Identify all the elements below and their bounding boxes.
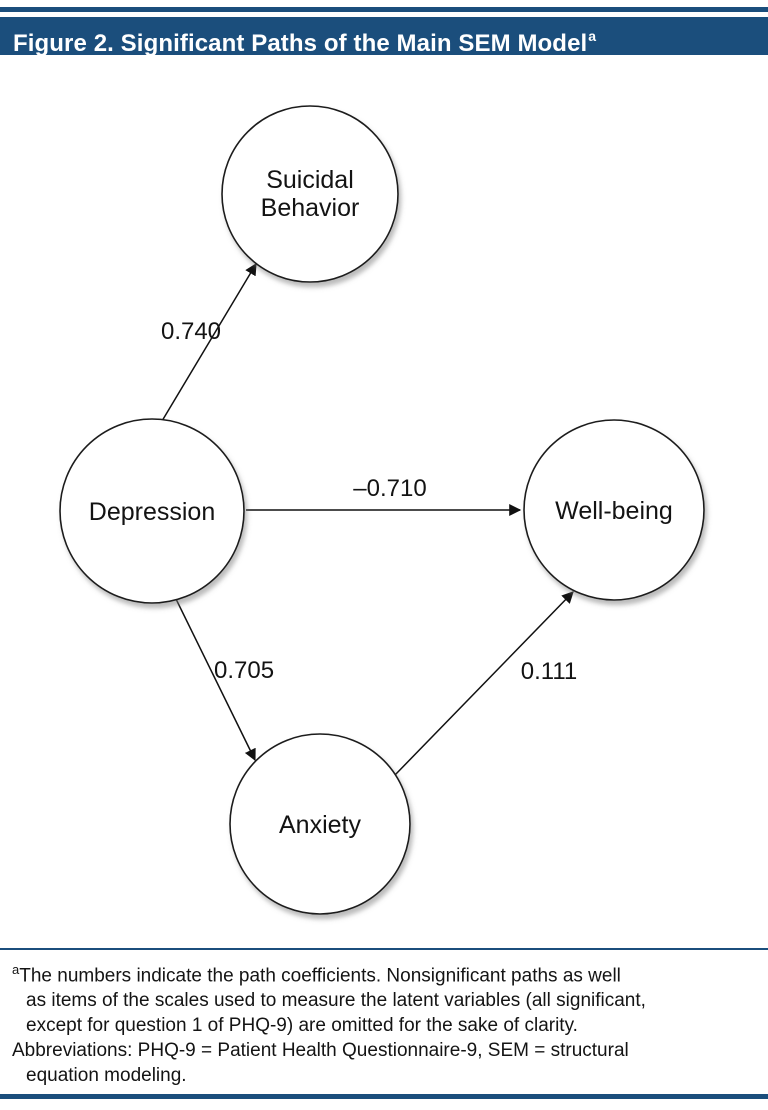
footnote-line: as items of the scales used to measure t… <box>26 990 646 1012</box>
footnote-text: The numbers indicate the path coefficien… <box>19 965 621 987</box>
node-label-anxiety: Anxiety <box>279 811 361 839</box>
path-arrow-depression-anxiety <box>175 598 256 762</box>
footnote-line: equation modeling. <box>26 1065 187 1087</box>
figure-title: Figure 2. Significant Paths of the Main … <box>13 30 588 57</box>
node-label-depression: Depression <box>89 498 215 526</box>
node-anxiety <box>229 733 411 915</box>
sem-diagram-svg: 0.740 –0.710 0.705 0.111 Suicidal Behavi… <box>59 105 705 915</box>
footnote-line: except for question 1 of PHQ-9) are omit… <box>26 1015 578 1037</box>
figure-title-bar: Figure 2. Significant Paths of the Main … <box>0 17 768 57</box>
path-arrow-depression-suicidal <box>161 262 257 422</box>
path-coefficient-depression-suicidal: 0.740 <box>161 318 221 345</box>
footnote-line: Abbreviations: PHQ-9 = Patient Health Qu… <box>12 1040 629 1062</box>
top-rule <box>0 7 768 12</box>
path-coefficient-depression-anxiety: 0.705 <box>214 657 274 684</box>
path-coefficient-anxiety-wellbeing: 0.111 <box>521 658 578 685</box>
path-coefficient-depression-wellbeing: –0.710 <box>353 475 426 502</box>
node-label-suicidal-line2: Behavior <box>261 194 360 222</box>
node-depression <box>59 418 245 604</box>
footnote-divider <box>0 948 768 950</box>
bottom-rule <box>0 1094 768 1099</box>
sem-path-diagram: 0.740 –0.710 0.705 0.111 Suicidal Behavi… <box>0 58 768 951</box>
node-label-well-being: Well-being <box>555 497 673 525</box>
path-arrow-anxiety-wellbeing <box>394 591 574 776</box>
node-suicidal-behavior <box>221 105 399 283</box>
footnote-marker: a <box>12 962 20 977</box>
footnote: aThe numbers indicate the path coefficie… <box>12 957 760 1088</box>
node-label-suicidal-line1: Suicidal <box>266 166 354 194</box>
footnote-line: aThe numbers indicate the path coefficie… <box>12 957 760 988</box>
figure-title-superscript: a <box>588 28 597 44</box>
node-well-being <box>523 419 705 601</box>
